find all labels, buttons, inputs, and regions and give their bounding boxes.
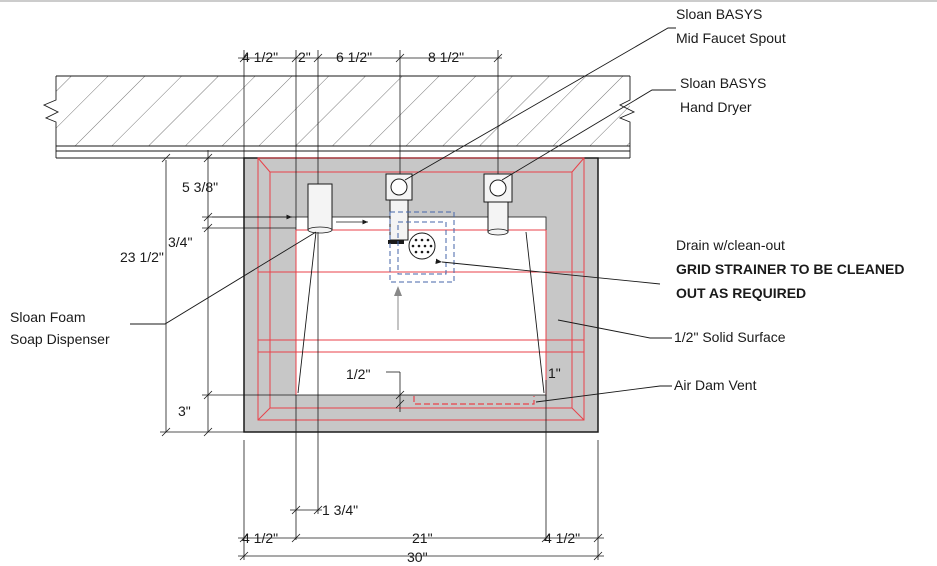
dim-3-4: 3/4"	[168, 234, 192, 250]
hand-dryer	[483, 173, 513, 236]
faucet-label-line1: Sloan BASYS	[676, 6, 762, 22]
dim-21: 21"	[412, 530, 433, 546]
bottom-dimensions	[238, 232, 604, 561]
drain-strainer-icon	[336, 211, 455, 330]
sink-body	[243, 157, 599, 433]
strainer-label-line2: OUT AS REQUIRED	[676, 285, 806, 301]
dim-top-8-1-2: 8 1/2"	[428, 49, 464, 65]
dim-bottom-4-1-2-right: 4 1/2"	[544, 530, 580, 546]
dryer-label-line2: Hand Dryer	[680, 99, 752, 115]
faucet-label-line2: Mid Faucet Spout	[676, 30, 786, 46]
dim-1-2: 1/2"	[346, 366, 370, 382]
callout-labels: Sloan BASYS Mid Faucet Spout Sloan BASYS…	[10, 6, 904, 393]
surface-label: 1/2" Solid Surface	[674, 329, 786, 345]
dim-23-1-2: 23 1/2"	[120, 249, 164, 265]
dim-3: 3"	[178, 403, 191, 419]
dryer-label-line1: Sloan BASYS	[680, 75, 766, 91]
air-dam-label: Air Dam Vent	[674, 377, 757, 393]
dim-30: 30"	[407, 549, 428, 565]
leader-lines	[130, 27, 676, 403]
dimension-labels: 4 1/2" 2" 6 1/2" 8 1/2" 5 3/8" 3/4" 23 1…	[120, 49, 580, 565]
soap-label-line1: Sloan Foam	[10, 309, 85, 325]
drain-label: Drain w/clean-out	[676, 237, 785, 253]
dim-1: 1"	[548, 365, 561, 381]
wall-section	[42, 75, 636, 159]
dim-top-6-1-2: 6 1/2"	[336, 49, 372, 65]
dim-top-4-1-2: 4 1/2"	[242, 49, 278, 65]
dim-5-3-8: 5 3/8"	[182, 179, 218, 195]
inner-dimensions	[386, 371, 547, 412]
dim-1-3-4: 1 3/4"	[322, 502, 358, 518]
faucet-spout	[385, 173, 413, 244]
strainer-label-line1: GRID STRAINER TO BE CLEANED	[676, 261, 904, 277]
soap-label-line2: Soap Dispenser	[10, 331, 110, 347]
top-dimensions	[238, 50, 503, 220]
dim-bottom-4-1-2-left: 4 1/2"	[242, 530, 278, 546]
soap-dispenser	[307, 183, 333, 234]
left-dimensions	[160, 150, 296, 437]
dim-top-2: 2"	[298, 49, 311, 65]
